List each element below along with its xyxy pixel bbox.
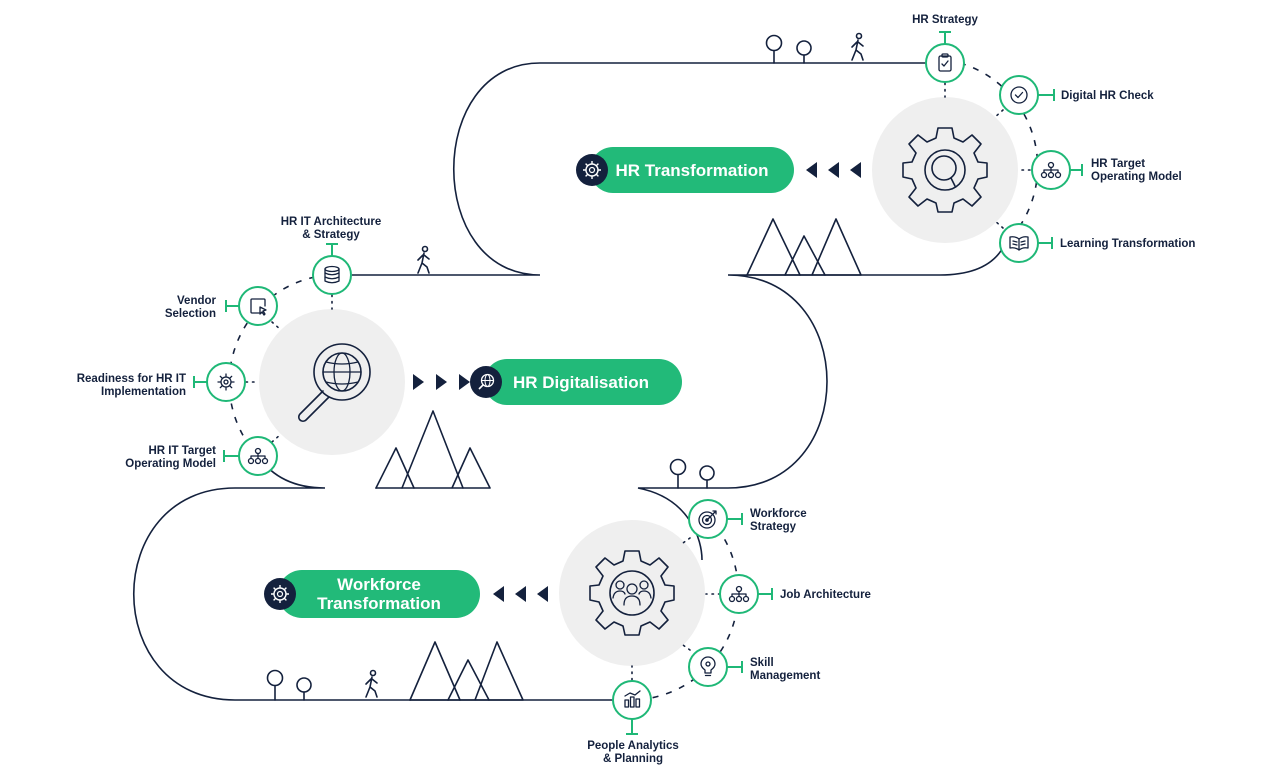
label-workforce-strategy-line2: Strategy bbox=[750, 521, 797, 533]
label-hr-it-tom-line2: Operating Model bbox=[125, 458, 216, 470]
step-digital-hr-check[interactable]: Digital HR Check bbox=[999, 75, 1154, 115]
label-people-line1: People Analytics bbox=[587, 740, 679, 752]
step-hr-it-target-operating-model[interactable]: HR IT Target Operating Model bbox=[125, 436, 278, 476]
label-learning-transformation: Learning Transformation bbox=[1060, 238, 1195, 250]
workforce-transformation-badge bbox=[264, 578, 296, 610]
workforce-transformation-title-line2: Transformation bbox=[317, 594, 441, 613]
label-hr-strategy: HR Strategy bbox=[912, 14, 978, 26]
label-hr-it-tom-line1: HR IT Target bbox=[148, 445, 216, 457]
org-chart-icon bbox=[247, 447, 269, 465]
workforce-transformation-arc bbox=[631, 516, 740, 701]
org-chart-icon bbox=[1040, 161, 1062, 179]
workforce-transformation-disc bbox=[559, 520, 705, 666]
label-readiness-line2: Implementation bbox=[101, 386, 186, 398]
step-readiness-hr-it[interactable]: Readiness for HR IT Implementation bbox=[77, 362, 246, 402]
hr-transformation-badge bbox=[576, 154, 608, 186]
walking-person-icon bbox=[851, 32, 864, 61]
tree-icon bbox=[296, 677, 312, 701]
walking-person-icon bbox=[417, 245, 430, 274]
database-icon bbox=[324, 265, 340, 284]
hr-digitalisation-arc bbox=[228, 276, 316, 457]
road-path-left bbox=[132, 455, 615, 701]
label-readiness-line1: Readiness for HR IT bbox=[77, 373, 186, 385]
step-hr-it-architecture[interactable]: HR IT Architecture & Strategy bbox=[281, 216, 382, 295]
hr-transformation-title: HR Transformation bbox=[615, 161, 768, 180]
label-job-architecture: Job Architecture bbox=[780, 589, 871, 601]
label-workforce-strategy-line1: Workforce bbox=[750, 508, 807, 520]
hr-digitalisation-chevrons bbox=[413, 374, 470, 390]
step-people-analytics[interactable]: People Analytics & Planning bbox=[587, 680, 679, 765]
hr-transformation-disc bbox=[872, 97, 1018, 243]
hr-transformation-chevrons bbox=[806, 162, 861, 178]
open-book-icon bbox=[1009, 236, 1029, 251]
hr-digitalisation-title: HR Digitalisation bbox=[513, 373, 649, 392]
label-digital-hr-check: Digital HR Check bbox=[1061, 90, 1154, 102]
mountains-icon bbox=[746, 218, 862, 276]
gear-small-icon bbox=[217, 373, 235, 391]
label-skill-line2: Management bbox=[750, 670, 820, 682]
step-skill-management[interactable]: Skill Management bbox=[688, 647, 820, 687]
label-hr-it-arch-line1: HR IT Architecture bbox=[281, 216, 382, 228]
target-icon bbox=[698, 510, 717, 529]
tree-icon bbox=[669, 458, 687, 489]
org-chart-icon bbox=[728, 585, 750, 603]
label-vendor-line1: Vendor bbox=[177, 295, 217, 307]
gear-people-icon bbox=[589, 550, 675, 636]
road-path bbox=[637, 243, 1006, 561]
step-learning-transformation[interactable]: Learning Transformation bbox=[999, 223, 1195, 263]
walking-person-icon bbox=[365, 669, 378, 698]
hr-digitalisation-badge bbox=[470, 366, 502, 398]
hr-digitalisation-disc bbox=[259, 309, 405, 455]
hr-transformation-arc bbox=[959, 62, 1039, 245]
mountains-icon bbox=[409, 641, 524, 701]
badge-gear-icon bbox=[583, 161, 601, 179]
analytics-chart-icon bbox=[624, 690, 641, 708]
road-path-top bbox=[352, 62, 944, 276]
connector-dots bbox=[245, 82, 1031, 681]
workforce-transformation-title-line1: Workforce bbox=[337, 575, 421, 594]
workforce-transformation-chevrons bbox=[493, 586, 548, 602]
step-hr-target-operating-model[interactable]: HR Target Operating Model bbox=[1031, 150, 1182, 190]
cursor-select-icon bbox=[250, 298, 267, 316]
step-job-architecture[interactable]: Job Architecture bbox=[719, 574, 871, 614]
step-vendor-selection[interactable]: Vendor Selection bbox=[165, 286, 278, 326]
step-hr-strategy[interactable]: HR Strategy bbox=[912, 14, 979, 83]
tree-icon bbox=[796, 40, 812, 64]
step-workforce-strategy[interactable]: Workforce Strategy bbox=[688, 499, 807, 539]
workforce-transformation-button[interactable]: Workforce Transformation bbox=[264, 570, 480, 618]
label-hr-tom-line1: HR Target bbox=[1091, 158, 1145, 170]
hr-transformation-button[interactable]: HR Transformation bbox=[576, 147, 794, 193]
label-hr-tom-line2: Operating Model bbox=[1091, 171, 1182, 183]
mountains-icon bbox=[375, 410, 491, 489]
tree-icon bbox=[765, 34, 783, 64]
globe-magnifier-icon bbox=[297, 343, 371, 423]
label-vendor-line2: Selection bbox=[165, 308, 216, 320]
badge-globe-icon bbox=[478, 373, 495, 390]
clipboard-icon bbox=[938, 53, 952, 72]
hr-digitalisation-button[interactable]: HR Digitalisation bbox=[470, 359, 682, 405]
label-skill-line1: Skill bbox=[750, 657, 774, 669]
tree-icon bbox=[266, 669, 284, 701]
tree-icon bbox=[699, 465, 715, 489]
check-circle-icon bbox=[1010, 86, 1028, 104]
badge-gear-icon bbox=[271, 585, 289, 603]
lightbulb-gear-icon bbox=[700, 656, 716, 677]
gear-magnifier-icon bbox=[902, 127, 988, 213]
label-hr-it-arch-line2: & Strategy bbox=[302, 229, 360, 241]
label-people-line2: & Planning bbox=[603, 753, 663, 765]
